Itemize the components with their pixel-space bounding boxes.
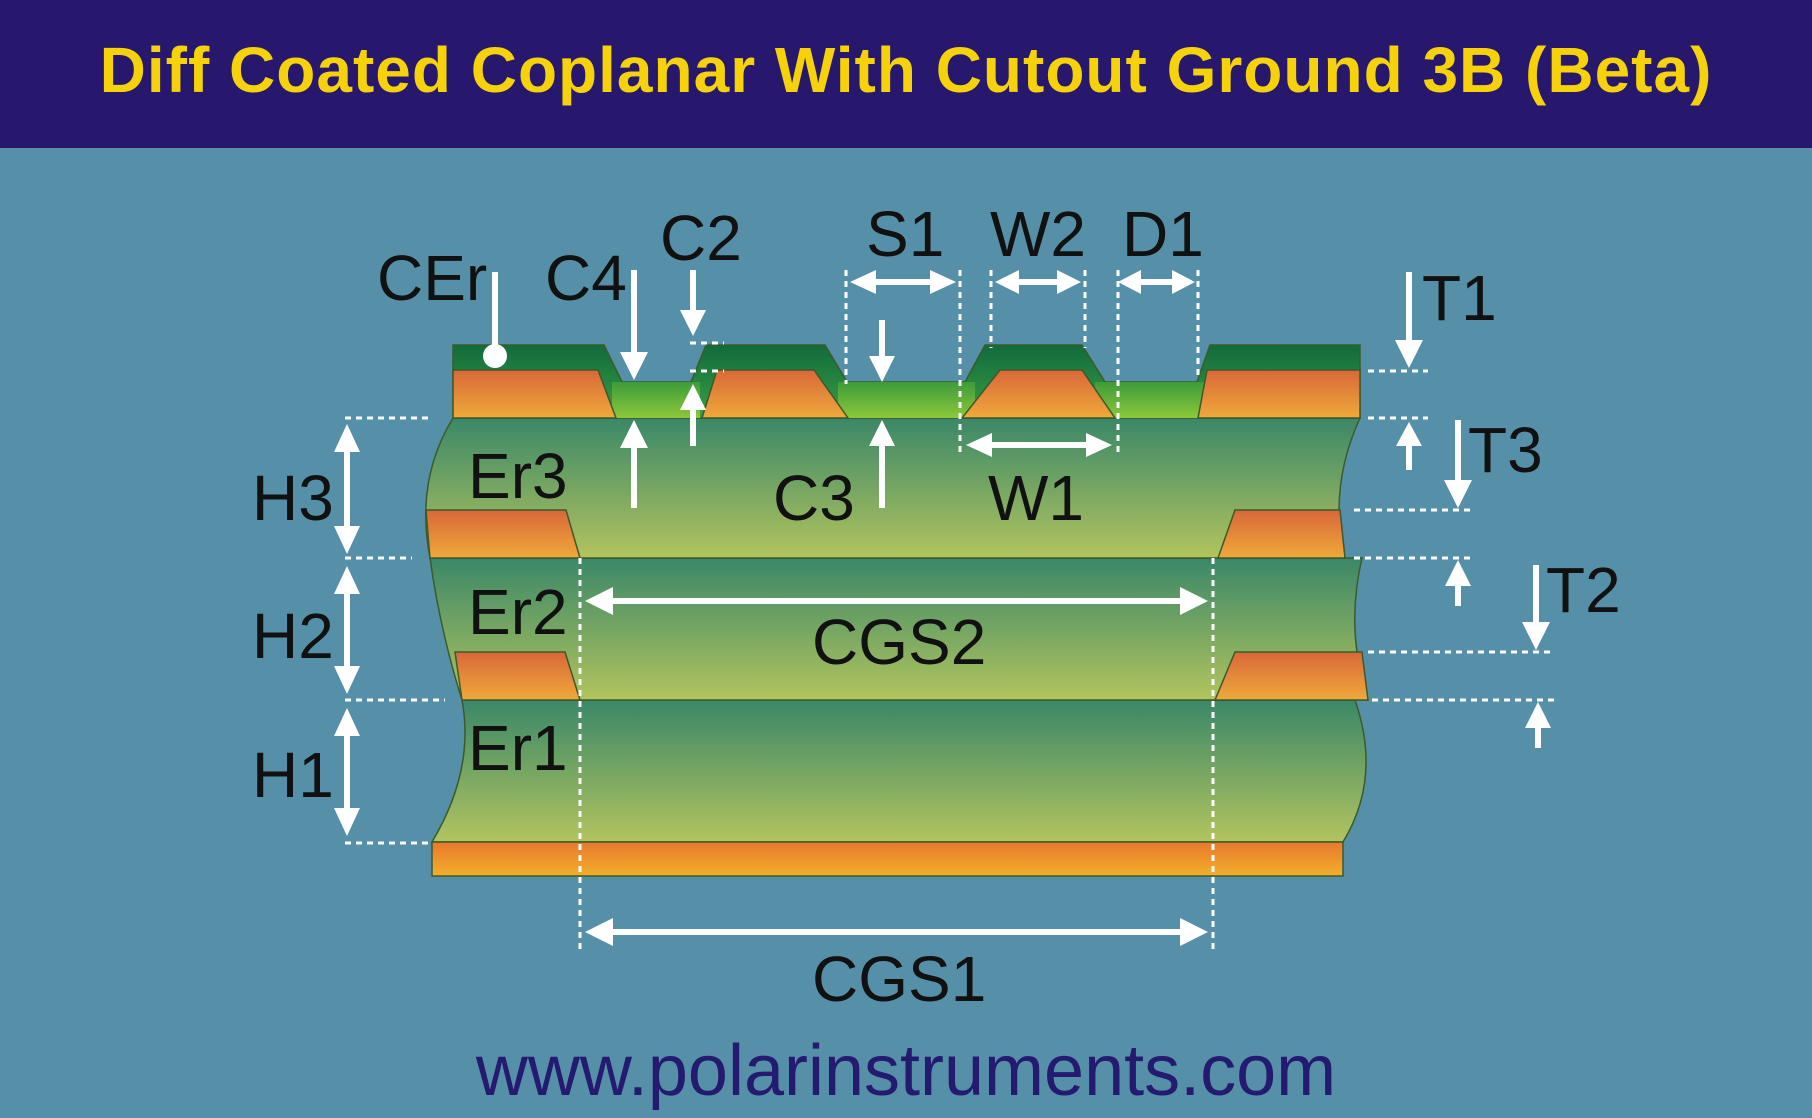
label-h1: H1 [252, 739, 334, 811]
label-c3: C3 [773, 462, 855, 534]
dielectric-er1 [430, 699, 1367, 843]
label-er2: Er2 [468, 576, 568, 648]
coating-low-region [612, 382, 1205, 418]
label-d1: D1 [1122, 198, 1204, 270]
website-url[interactable]: www.polarinstruments.com [475, 1031, 1336, 1111]
label-t2: T2 [1546, 554, 1621, 626]
title-banner [0, 0, 1812, 148]
cutout-ground-right-upper [1216, 509, 1346, 559]
label-w2: W2 [990, 198, 1086, 270]
label-s1: S1 [866, 198, 944, 270]
top-ground-right [1197, 369, 1361, 419]
trace-right [960, 369, 1117, 419]
label-t1: T1 [1422, 262, 1497, 334]
label-er1: Er1 [468, 712, 568, 784]
top-ground-left [452, 369, 618, 419]
label-w1: W1 [988, 462, 1084, 534]
label-cgs2: CGS2 [812, 606, 986, 678]
reference-lines [345, 270, 1555, 950]
label-t3: T3 [1468, 414, 1543, 486]
bottom-ground-plane [431, 841, 1344, 877]
dimension-arrows [334, 270, 1551, 946]
cutout-ground-left-upper [425, 509, 581, 559]
label-h3: H3 [252, 462, 334, 534]
label-c2: C2 [660, 202, 742, 274]
label-h2: H2 [252, 600, 334, 672]
cutout-ground-right-lower [1213, 651, 1369, 701]
label-cer: CEr [377, 242, 487, 314]
label-cgs1: CGS1 [812, 943, 986, 1015]
trace-left [700, 369, 850, 419]
cutout-ground-left-lower [454, 651, 582, 701]
page-title: Diff Coated Coplanar With Cutout Ground … [100, 34, 1713, 106]
label-c4: C4 [545, 242, 627, 314]
label-er3: Er3 [468, 440, 568, 512]
